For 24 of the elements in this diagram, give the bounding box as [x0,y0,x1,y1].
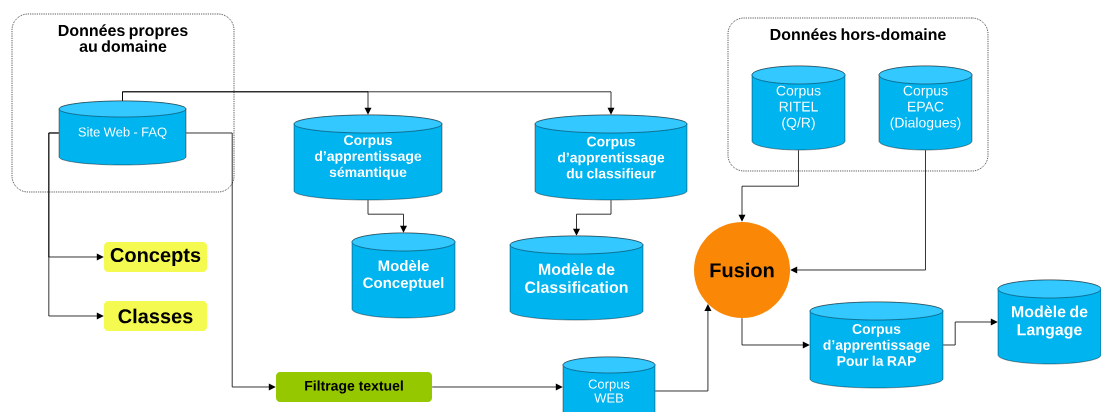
cylinder: Modèle Conceptuel [351,232,456,319]
arrow [741,317,810,349]
cylinder: Site Web - FAQ [58,100,187,166]
cylinder: Corpus d’apprentissage sémantique [293,114,443,201]
label-box: Concepts [104,242,207,272]
arrow [654,304,712,392]
cylinder: Corpus d’apprentissage Pour la RAP [809,301,944,389]
label-box: Filtrage textuel [276,372,432,402]
cylinder: Corpus RITEL (Q/R) [751,65,846,151]
arrow [367,199,407,233]
arrow [122,91,615,115]
arrow [431,383,563,391]
cylinder: Corpus WEB [562,356,656,412]
cylinder: Corpus d’apprentissage du classifieur [534,114,688,201]
arrow [790,149,926,274]
arrow [48,132,104,320]
cylinder: Modèle de Langage [997,279,1101,365]
arrow [942,318,998,346]
label-box: Classes [104,301,207,331]
arrow [573,199,612,236]
arrow [185,132,276,391]
cylinder: Corpus EPAC (Dialogues) [878,65,973,151]
arrow [738,149,799,222]
cylinder: Modèle de Classification [509,235,644,321]
